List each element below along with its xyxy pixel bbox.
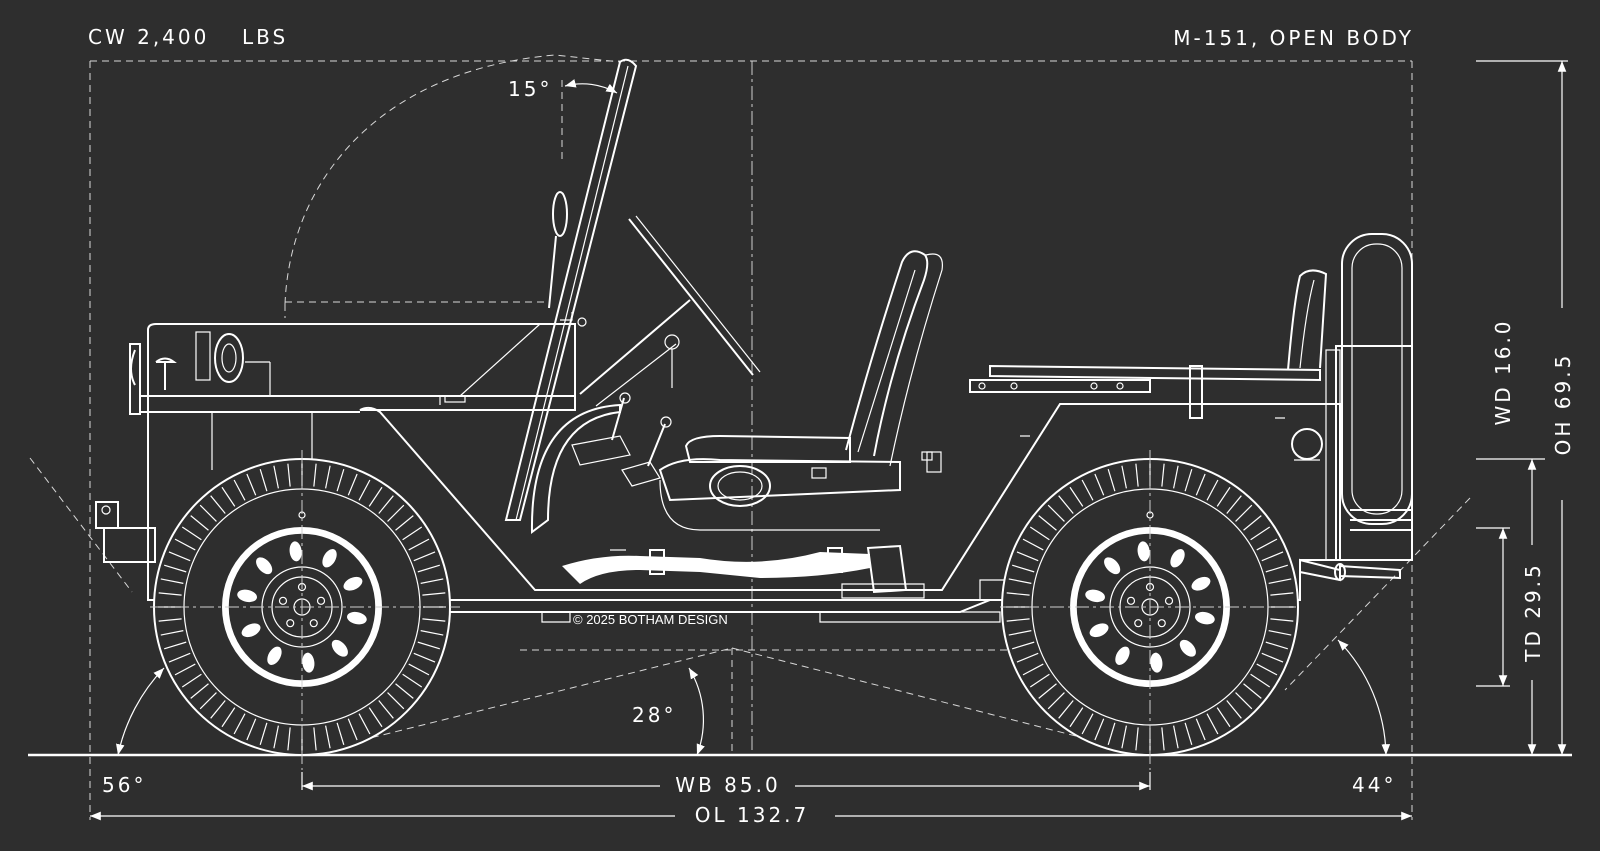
tire-diameter-label: TD 29.5 — [1521, 562, 1545, 663]
overall-length-label: OL 132.7 — [695, 803, 810, 827]
wheelbase-label: WB 85.0 — [675, 773, 780, 797]
curb-weight-unit: LBS — [242, 25, 288, 49]
overall-height-label: OH 69.5 — [1551, 353, 1575, 456]
copyright-notice: © 2025 BOTHAM DESIGN — [573, 612, 728, 627]
angle-construction — [29, 54, 1471, 756]
windshield-angle-label: 15° — [508, 77, 552, 101]
header-cw-group: CW 2,400 LBS — [88, 25, 288, 49]
breakover-angle-label: 28° — [632, 703, 676, 727]
curb-weight-label: CW 2,400 — [88, 25, 209, 49]
wheel-centerlines — [150, 450, 1300, 770]
vehicle-body — [95, 58, 1413, 623]
model-title: M-151, OPEN BODY — [1173, 26, 1414, 50]
wheel-diameter-label: WD 16.0 — [1491, 318, 1515, 425]
dimension-lines — [90, 60, 1567, 821]
approach-angle-label: 56° — [102, 773, 146, 797]
departure-angle-label: 44° — [1352, 773, 1396, 797]
